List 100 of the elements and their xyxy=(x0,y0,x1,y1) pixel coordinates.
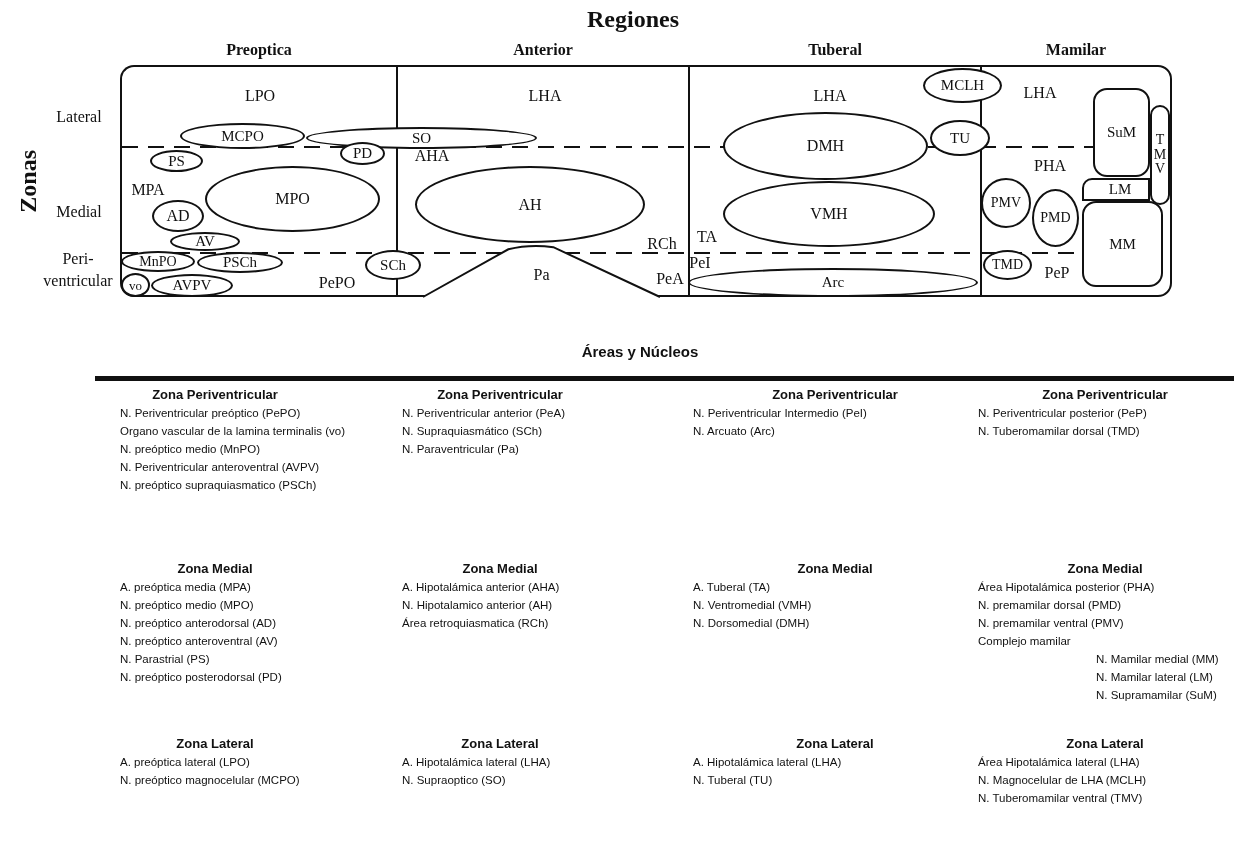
section-heading: Zona Medial xyxy=(1067,560,1143,577)
nucleus-rounded-box: TMV xyxy=(1150,105,1170,205)
list-item: N. Arcuato (Arc) xyxy=(693,424,775,439)
section-heading: Zona Lateral xyxy=(461,735,539,752)
region-heading: Anterior xyxy=(513,40,573,60)
list-item: Área Hipotalámica posterior (PHA) xyxy=(978,580,1155,595)
list-item: Área Hipotalámica lateral (LHA) xyxy=(978,755,1140,770)
nucleus-ellipse: PMV xyxy=(981,178,1031,228)
list-item: N. Mamilar lateral (LM) xyxy=(1096,670,1213,685)
list-item: A. Hipotalámica lateral (LHA) xyxy=(402,755,551,770)
region-column xyxy=(688,40,982,297)
section-heading: Zona Lateral xyxy=(176,735,254,752)
nucleus-ellipse: AH xyxy=(415,166,645,243)
region-label: AHA xyxy=(414,147,450,165)
section-heading: Zona Periventricular xyxy=(437,386,563,403)
nucleus-ellipse: PD xyxy=(340,142,385,165)
list-item: A. preóptica media (MPA) xyxy=(120,580,251,595)
section-heading: Zona Medial xyxy=(177,560,253,577)
list-item: N. Tuberomamilar ventral (TMV) xyxy=(978,791,1143,806)
region-label: PeP xyxy=(1044,264,1070,282)
list-item: N. preóptico posterodorsal (PD) xyxy=(120,670,282,685)
list-item: Organo vascular de la lamina terminalis (vo) xyxy=(120,424,345,439)
nucleus-ellipse: PMD xyxy=(1032,189,1079,247)
list-item: N. Periventricular anteroventral (AVPV) xyxy=(120,460,320,475)
nucleus-rounded-box: SuM xyxy=(1093,88,1150,177)
nucleus-ellipse: DMH xyxy=(723,112,928,180)
region-label: RCh xyxy=(647,235,677,253)
list-item: N. preóptico medio (MPO) xyxy=(120,598,254,613)
section-heading: Zona Periventricular xyxy=(1042,386,1168,403)
region-heading: Mamilar xyxy=(1045,40,1107,60)
nucleus-ellipse: MCPO xyxy=(180,123,305,149)
section-heading: Zona Medial xyxy=(462,560,538,577)
region-label: PHA xyxy=(1034,157,1066,175)
list-item: N. Periventricular posterior (PeP) xyxy=(978,406,1147,421)
nucleus-ellipse: Arc xyxy=(688,268,978,297)
nucleus-ellipse: AVPV xyxy=(151,274,233,297)
nucleus-ellipse: MnPO xyxy=(121,251,195,272)
list-item: N. preóptico magnocelular (MCPO) xyxy=(120,773,300,788)
list-item: Complejo mamilar xyxy=(978,634,1071,649)
nucleus-ellipse: VMH xyxy=(723,181,935,247)
axis-title: Zonas xyxy=(14,150,42,213)
region-heading: Preoptica xyxy=(226,40,292,60)
list-item: N. Mamilar medial (MM) xyxy=(1096,652,1219,667)
list-item: N. preóptico anterodorsal (AD) xyxy=(120,616,276,631)
zone-label: Lateral xyxy=(55,107,103,127)
nucleus-rounded-box: MM xyxy=(1082,201,1163,287)
region-label: PePO xyxy=(318,274,356,292)
nucleus-ellipse: AV xyxy=(170,232,240,251)
nucleus-rounded-box: LM xyxy=(1082,178,1150,201)
section-heading: Zona Lateral xyxy=(796,735,874,752)
region-label: LPO xyxy=(244,87,276,105)
list-item: N. preóptico anteroventral (AV) xyxy=(120,634,278,649)
nucleus-label: Pa xyxy=(533,265,550,284)
nucleus-ellipse: MCLH xyxy=(923,68,1002,103)
nucleus-ellipse: TU xyxy=(930,120,990,156)
list-item: N. Periventricular preóptico (PePO) xyxy=(120,406,301,421)
list-item: Área retroquiasmatica (RCh) xyxy=(402,616,549,631)
list-item: N. Tuberal (TU) xyxy=(693,773,773,788)
region-label: LHA xyxy=(528,87,562,105)
list-item: N. Tuberomamilar dorsal (TMD) xyxy=(978,424,1140,439)
nucleus-ellipse: MPO xyxy=(205,166,380,232)
list-item: A. Hipotalámica lateral (LHA) xyxy=(693,755,842,770)
section-heading: Zona Periventricular xyxy=(152,386,278,403)
nucleus-ellipse: TMD xyxy=(983,250,1032,280)
region-label: LHA xyxy=(1023,84,1057,102)
nucleus-ellipse: vo xyxy=(121,273,150,297)
region-label: LHA xyxy=(813,87,847,105)
list-item: N. Supraoptico (SO) xyxy=(402,773,506,788)
list-item: N. Magnocelular de LHA (MCLH) xyxy=(978,773,1147,788)
nucleus-ellipse: AD xyxy=(152,200,204,232)
nucleus-ellipse: PSCh xyxy=(197,252,283,273)
section-heading: Zona Lateral xyxy=(1066,735,1144,752)
list-item: N. Periventricular Intermedio (PeI) xyxy=(693,406,867,421)
list-item: N. Parastrial (PS) xyxy=(120,652,210,667)
list-item: N. Supraquiasmático (SCh) xyxy=(402,424,542,439)
nucleus-ellipse: SO xyxy=(306,127,537,149)
list-item: N. premamilar dorsal (PMD) xyxy=(978,598,1122,613)
diagram-title: Regiones xyxy=(587,5,679,34)
list-item: A. Tuberal (TA) xyxy=(693,580,771,595)
list-item: A. preóptica lateral (LPO) xyxy=(120,755,250,770)
section-heading: Zona Periventricular xyxy=(772,386,898,403)
list-item: A. Hipotalámica anterior (AHA) xyxy=(402,580,560,595)
region-label: TA xyxy=(697,228,717,246)
list-item: N. Supramamilar (SuM) xyxy=(1096,688,1217,703)
section-heading: Zona Medial xyxy=(797,560,873,577)
zone-label: Medial xyxy=(55,202,103,222)
list-item: N. premamilar ventral (PMV) xyxy=(978,616,1124,631)
list-item: N. Periventricular anterior (PeA) xyxy=(402,406,565,421)
list-item: N. Dorsomedial (DMH) xyxy=(693,616,810,631)
list-item: N. Hipotalamico anterior (AH) xyxy=(402,598,553,613)
list-item: N. preóptico supraquiasmatico (PSCh) xyxy=(120,478,317,493)
zone-label: Peri- ventricular xyxy=(42,249,114,291)
list-item: N. preóptico medio (MnPO) xyxy=(120,442,260,457)
nucleus-ellipse: PS xyxy=(150,150,203,172)
region-label: MPA xyxy=(131,181,165,199)
list-item: N. Paraventricular (Pa) xyxy=(402,442,519,457)
region-heading: Tuberal xyxy=(808,40,862,60)
list-item: N. Ventromedial (VMH) xyxy=(693,598,812,613)
region-label: PeA xyxy=(656,270,684,288)
section-title: Áreas y Núcleos xyxy=(581,343,699,361)
